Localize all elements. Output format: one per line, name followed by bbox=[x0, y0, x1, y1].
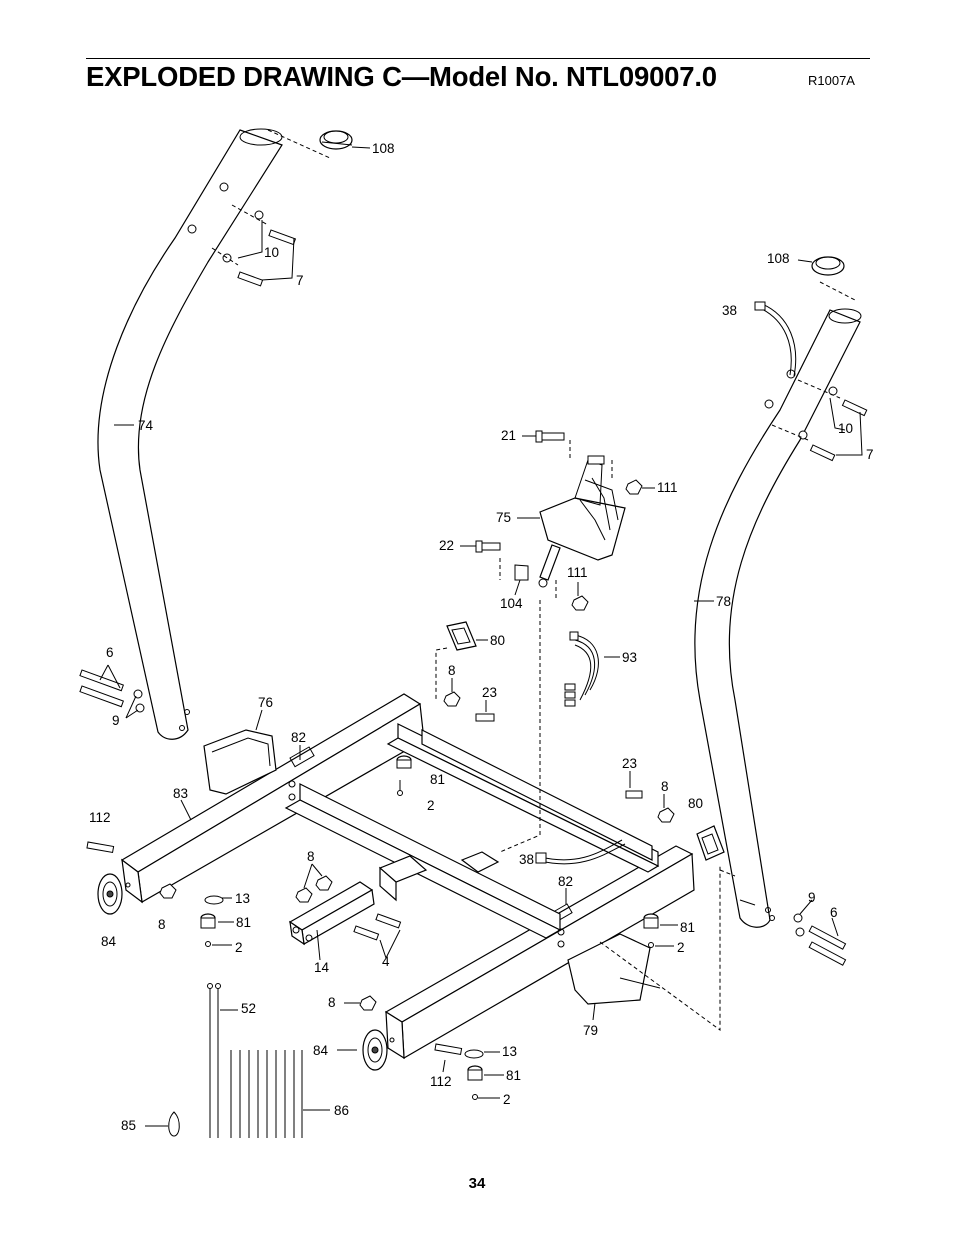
callout-81: 81 bbox=[430, 772, 445, 787]
bolts-6-left bbox=[79, 664, 145, 719]
bolts-6-right bbox=[793, 899, 847, 966]
bolt-112-right bbox=[434, 1043, 463, 1073]
wire-harness-93 bbox=[564, 631, 620, 707]
callout-9: 9 bbox=[808, 890, 816, 905]
callout-8: 8 bbox=[448, 663, 456, 678]
callout-75: 75 bbox=[496, 510, 511, 525]
callout-112: 112 bbox=[430, 1074, 452, 1089]
callout-82: 82 bbox=[558, 874, 573, 889]
callout-8: 8 bbox=[158, 917, 166, 932]
callout-81: 81 bbox=[236, 915, 251, 930]
leveling-feet bbox=[200, 755, 678, 1100]
left-handrail-bolts bbox=[211, 204, 297, 287]
callout-81: 81 bbox=[680, 920, 695, 935]
callout-80: 80 bbox=[688, 796, 703, 811]
bolt-22 bbox=[460, 540, 501, 580]
callout-8: 8 bbox=[661, 779, 669, 794]
callout-6: 6 bbox=[830, 905, 838, 920]
clip-85 bbox=[145, 1111, 180, 1137]
callout-9: 9 bbox=[112, 713, 120, 728]
base-cover-79-right bbox=[567, 866, 721, 1031]
end-cap-108-right bbox=[797, 256, 856, 301]
header-rule bbox=[86, 58, 870, 59]
callout-93: 93 bbox=[622, 650, 637, 665]
callout-4: 4 bbox=[382, 954, 390, 969]
callout-2: 2 bbox=[235, 940, 243, 955]
callout-22: 22 bbox=[439, 538, 454, 553]
wire-harness-38-upper bbox=[754, 301, 797, 377]
callout-82: 82 bbox=[291, 730, 306, 745]
callout-85: 85 bbox=[121, 1118, 136, 1133]
callout-23: 23 bbox=[622, 756, 637, 771]
callout-76: 76 bbox=[258, 695, 273, 710]
callout-23: 23 bbox=[482, 685, 497, 700]
callout-14: 14 bbox=[314, 960, 330, 975]
bolts-4 bbox=[353, 913, 402, 959]
bolt-23-lower bbox=[625, 771, 643, 799]
drawing-reference-code: R1007A bbox=[808, 73, 855, 88]
callout-86: 86 bbox=[334, 1103, 349, 1118]
callout-10: 10 bbox=[838, 421, 853, 436]
callout-111: 111 bbox=[567, 565, 588, 580]
callout-80: 80 bbox=[490, 633, 505, 648]
callout-13: 13 bbox=[235, 891, 250, 906]
callout-7: 7 bbox=[866, 447, 874, 462]
callout-38: 38 bbox=[722, 303, 737, 318]
base-frame bbox=[120, 693, 695, 1060]
callout-2: 2 bbox=[503, 1092, 511, 1107]
right-handrail-bolts bbox=[771, 379, 868, 462]
callout-108: 108 bbox=[767, 251, 790, 266]
callout-6: 6 bbox=[106, 645, 114, 660]
cover-80-lower bbox=[696, 825, 736, 877]
cover-80-upper bbox=[435, 621, 488, 700]
callout-labels: 108 10 7 74 108 38 10 7 21 111 75 22 111… bbox=[89, 141, 874, 1133]
right-upright-78 bbox=[694, 308, 862, 928]
callout-52: 52 bbox=[241, 1001, 256, 1016]
callout-104: 104 bbox=[500, 596, 523, 611]
callout-111: 111 bbox=[657, 480, 678, 495]
nuts-8 bbox=[159, 678, 675, 1011]
callout-79: 79 bbox=[583, 1023, 598, 1038]
callout-78: 78 bbox=[716, 594, 731, 609]
callout-84: 84 bbox=[313, 1043, 329, 1058]
page-title: EXPLODED DRAWING C—Model No. NTL09007.0 bbox=[86, 61, 717, 92]
callout-81: 81 bbox=[506, 1068, 521, 1083]
callout-10: 10 bbox=[264, 245, 279, 260]
callout-21: 21 bbox=[501, 428, 516, 443]
callout-108: 108 bbox=[372, 141, 395, 156]
callout-7: 7 bbox=[296, 273, 304, 288]
nut-111-upper bbox=[625, 479, 655, 495]
wheel-84-right bbox=[362, 1029, 388, 1071]
callout-8: 8 bbox=[307, 849, 315, 864]
base-cover-76-left bbox=[203, 709, 277, 795]
page-number: 34 bbox=[468, 1175, 486, 1192]
callout-2: 2 bbox=[427, 798, 435, 813]
console-bracket-75 bbox=[538, 455, 626, 588]
ties-52 bbox=[207, 983, 238, 1138]
end-cap-108-left bbox=[267, 129, 371, 159]
left-upright-74 bbox=[97, 128, 283, 740]
callout-2: 2 bbox=[677, 940, 685, 955]
callout-38: 38 bbox=[519, 852, 534, 867]
wire-harness-38-lower bbox=[535, 839, 626, 865]
nut-111-lower bbox=[555, 580, 589, 611]
bolt-23-upper bbox=[475, 700, 495, 722]
bolt-21 bbox=[522, 430, 613, 480]
callout-8: 8 bbox=[328, 995, 336, 1010]
clip-104 bbox=[514, 564, 529, 596]
callout-13: 13 bbox=[502, 1044, 517, 1059]
bolt-112-left bbox=[86, 841, 115, 854]
callout-74: 74 bbox=[138, 418, 154, 433]
wheel-84-left bbox=[97, 873, 123, 915]
callout-83: 83 bbox=[173, 786, 188, 801]
ties-86 bbox=[230, 1050, 330, 1138]
callout-112: 112 bbox=[89, 810, 111, 825]
callout-84: 84 bbox=[101, 934, 117, 949]
